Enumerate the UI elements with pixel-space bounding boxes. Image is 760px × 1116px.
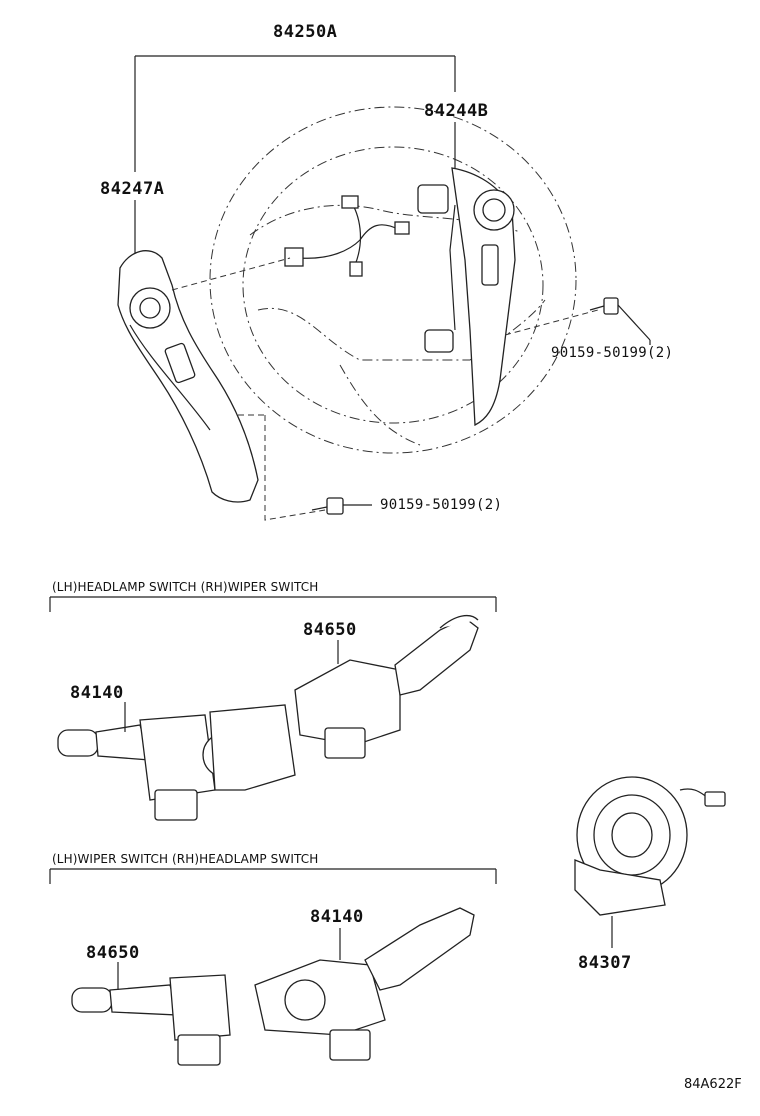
screw-bottom-part-number: 90159-50199(2)	[380, 497, 503, 513]
headlamp-switch-top-part-number: 84140	[70, 683, 124, 703]
headlamp-switch-bottom	[254, 907, 475, 1061]
left-switch-pad	[117, 250, 259, 503]
section-bottom-bracket	[49, 868, 497, 884]
left-pad-part-number: 84247A	[100, 179, 165, 199]
wiper-switch-top-part-number: 84650	[303, 620, 357, 640]
right-switch-pad	[417, 167, 516, 427]
section-bottom-title: (LH)WIPER SWITCH (RH)HEADLAMP SWITCH	[52, 852, 319, 866]
right-pad-part-number: 84244B	[424, 101, 489, 121]
screw-right	[589, 297, 651, 345]
wire-harness	[284, 195, 410, 277]
screw-right-part-number: 90159-50199(2)	[551, 345, 674, 361]
wiper-switch-bottom	[71, 962, 231, 1066]
figure-code: 84A622F	[684, 1077, 742, 1092]
headlamp-switch-top	[57, 702, 296, 821]
assembly-part-number: 84250A	[273, 22, 338, 42]
section-top-bracket	[49, 596, 497, 612]
steering-wheel	[209, 106, 577, 454]
wiper-switch-bottom-part-number: 84650	[86, 943, 140, 963]
wiper-switch-top	[294, 614, 479, 759]
headlamp-switch-bottom-part-number: 84140	[310, 907, 364, 927]
section-top-title: (LH)HEADLAMP SWITCH (RH)WIPER SWITCH	[52, 580, 319, 594]
assembly-leader	[134, 55, 456, 256]
spiral-cable	[574, 776, 726, 948]
spiral-cable-part-number: 84307	[578, 953, 632, 973]
dashed-links	[171, 257, 599, 521]
screw-bottom	[311, 497, 372, 515]
